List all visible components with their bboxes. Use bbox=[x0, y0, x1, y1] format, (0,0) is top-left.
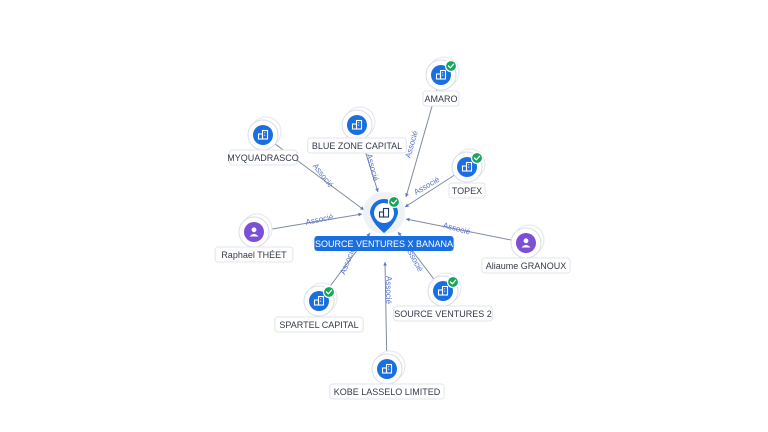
node-blue-zone-capital[interactable]: BLUE ZONE CAPITAL bbox=[307, 106, 407, 154]
building-icon bbox=[433, 281, 453, 301]
node-label: SOURCE VENTURES 2 bbox=[394, 309, 492, 319]
edge-label: Associé bbox=[442, 221, 472, 237]
nodes: AMARO BLUE ZONE CAPITAL MYQUADRASCO TOPEX Ra… bbox=[214, 56, 571, 400]
verified-check-icon bbox=[322, 285, 336, 299]
node-label: AMARO bbox=[424, 94, 457, 104]
node-amaro[interactable]: AMARO bbox=[422, 56, 460, 107]
building-icon bbox=[253, 125, 273, 145]
node-spartel-capital[interactable]: SPARTEL CAPITAL bbox=[274, 282, 364, 333]
edge-arrow bbox=[383, 262, 387, 266]
verified-check-icon bbox=[444, 59, 458, 73]
node-myquadrasco[interactable]: MYQUADRASCO bbox=[227, 116, 299, 166]
center-label-box bbox=[314, 236, 454, 251]
node-kobe-lasselo-limited[interactable]: KOBE LASSELO LIMITED bbox=[329, 350, 445, 400]
edge-label: Associé bbox=[384, 276, 393, 305]
edge-arrow bbox=[366, 233, 370, 237]
node-label: BLUE ZONE CAPITAL bbox=[312, 141, 402, 151]
node-label-box bbox=[448, 182, 486, 199]
building-icon bbox=[309, 291, 329, 311]
node-label: MYQUADRASCO bbox=[227, 153, 299, 163]
person-icon bbox=[516, 233, 536, 253]
person-icon bbox=[244, 222, 264, 242]
node-label-box bbox=[307, 137, 407, 154]
node-label-box bbox=[393, 305, 493, 322]
center-label: SOURCE VENTURES X BANANA bbox=[315, 239, 453, 249]
node-label-box bbox=[329, 383, 445, 400]
edge-arrow bbox=[375, 188, 379, 192]
node-label: TOPEX bbox=[452, 186, 482, 196]
node-label: Raphael THÉET bbox=[221, 250, 287, 260]
node-aliaume-granoux[interactable]: Aliaume GRANOUX bbox=[481, 224, 571, 274]
verified-check-icon bbox=[446, 275, 460, 289]
node-source-ventures-2[interactable]: SOURCE VENTURES 2 bbox=[393, 272, 493, 322]
edge-line bbox=[262, 134, 365, 211]
building-icon bbox=[431, 65, 451, 85]
edge-arrow bbox=[358, 212, 362, 217]
verified-check-icon bbox=[470, 151, 484, 165]
edge-label: Associé bbox=[364, 153, 380, 183]
building-icon bbox=[347, 115, 367, 135]
edge-arrow bbox=[398, 232, 402, 236]
edge-arrow bbox=[360, 206, 364, 210]
edge-label: Associé bbox=[311, 162, 336, 190]
building-icon bbox=[370, 199, 398, 233]
node-label-box bbox=[228, 149, 298, 166]
edge-line bbox=[405, 218, 527, 244]
edge-label: Associé bbox=[305, 212, 335, 227]
node-label-box bbox=[214, 246, 294, 263]
center-node[interactable]: SOURCE VENTURES X BANANA bbox=[314, 192, 454, 251]
building-icon bbox=[457, 157, 477, 177]
node-label: Aliaume GRANOUX bbox=[486, 261, 567, 271]
node-raphael-theet[interactable]: Raphael THÉET bbox=[214, 213, 294, 263]
node-label: SPARTEL CAPITAL bbox=[279, 320, 358, 330]
node-label: KOBE LASSELO LIMITED bbox=[334, 387, 441, 397]
node-label-box bbox=[422, 90, 460, 107]
node-label-box bbox=[481, 257, 571, 274]
edge-arrow bbox=[405, 203, 409, 207]
building-icon bbox=[377, 359, 397, 379]
node-label-box bbox=[274, 316, 364, 333]
edge-arrow bbox=[406, 217, 410, 222]
edge-arrow bbox=[405, 193, 409, 197]
verified-check-icon bbox=[387, 195, 401, 209]
node-topex[interactable]: TOPEX bbox=[448, 148, 486, 199]
